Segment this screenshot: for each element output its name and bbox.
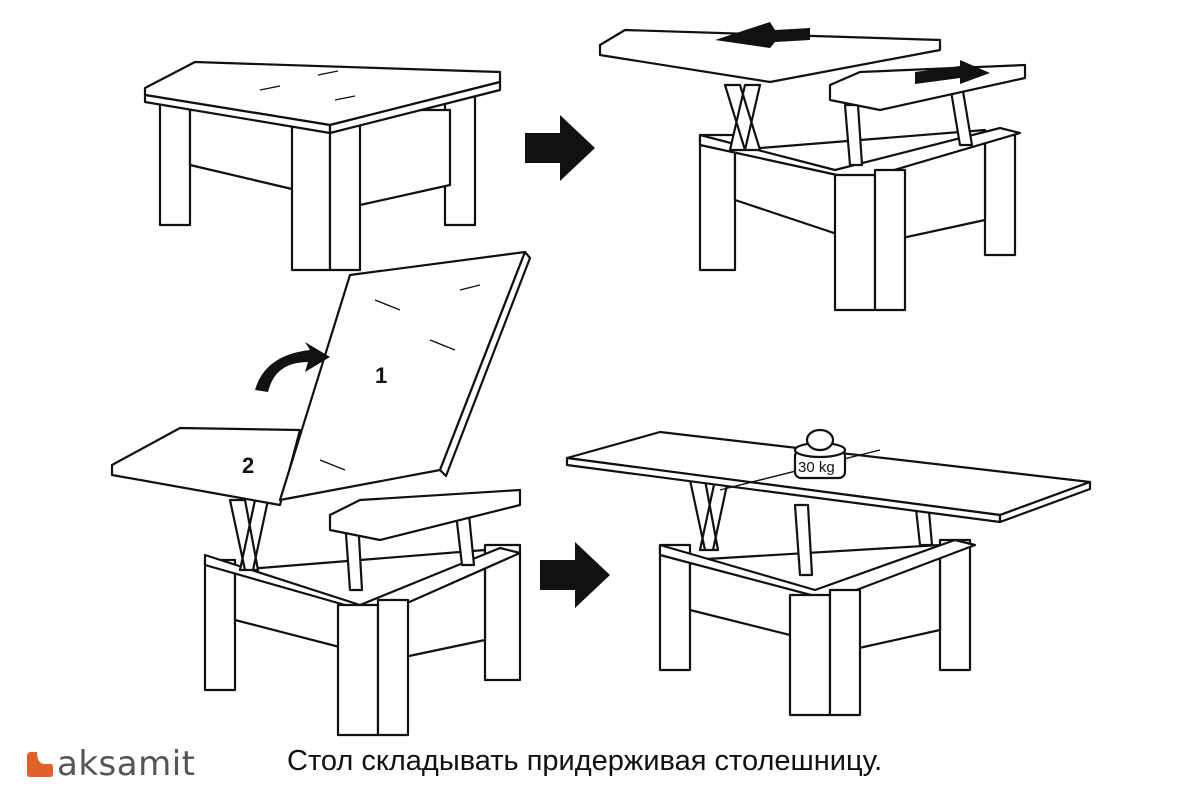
right-arrow-icon xyxy=(540,542,610,608)
instruction-caption: Стол складывать придерживая столешницу. xyxy=(287,745,883,777)
sofa-logo-icon xyxy=(27,752,53,777)
step-label-2: 2 xyxy=(242,453,254,478)
raised-table xyxy=(598,22,1027,312)
weight-icon: 30 kg xyxy=(793,428,847,480)
step-label-1: 1 xyxy=(375,363,387,388)
logo-text: aksamit xyxy=(57,744,196,784)
brand-logo: aksamit xyxy=(25,747,195,781)
unfolded-table: 30 kg xyxy=(565,428,1092,717)
right-arrow-icon xyxy=(525,115,595,181)
weight-label: 30 kg xyxy=(798,459,835,476)
opening-table: 1 2 xyxy=(110,250,532,737)
closed-table xyxy=(143,60,502,272)
rotate-arrow-icon xyxy=(255,342,330,392)
